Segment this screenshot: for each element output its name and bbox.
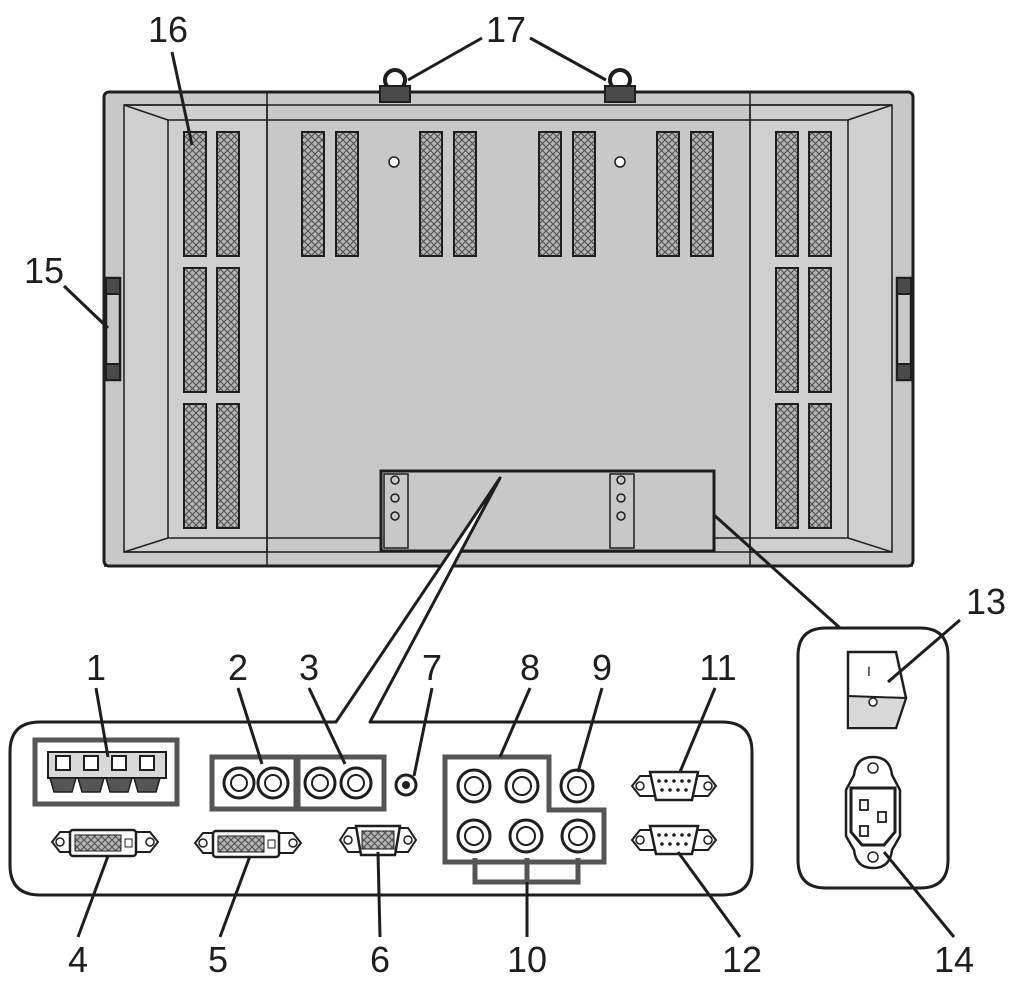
serial-port-out-icon bbox=[630, 824, 718, 856]
label-3: 3 bbox=[299, 647, 319, 688]
dvi-port-icon bbox=[50, 828, 160, 858]
label-2: 2 bbox=[228, 647, 248, 688]
mini-jack-icon bbox=[394, 773, 418, 797]
label-10: 10 bbox=[507, 939, 547, 980]
label-5: 5 bbox=[208, 939, 228, 980]
vent-grille-top bbox=[301, 131, 714, 257]
label-6: 6 bbox=[370, 939, 390, 980]
dvi-port-2-icon bbox=[193, 829, 303, 859]
label-15: 15 bbox=[24, 250, 64, 291]
terminal-bay bbox=[379, 469, 716, 553]
screw-hole-icon bbox=[388, 156, 626, 168]
label-17: 17 bbox=[486, 9, 526, 50]
switch-on-mark: I bbox=[867, 663, 871, 679]
label-7: 7 bbox=[422, 647, 442, 688]
side-handle-icon bbox=[104, 276, 913, 382]
label-8: 8 bbox=[520, 647, 540, 688]
vga-port-icon bbox=[338, 824, 418, 857]
label-4: 4 bbox=[68, 939, 88, 980]
label-14: 14 bbox=[934, 939, 974, 980]
serial-port-in-icon bbox=[630, 770, 718, 802]
callout-labels: 16 17 15 1 2 3 7 8 9 11 13 4 5 6 10 12 1… bbox=[24, 9, 1006, 980]
label-9: 9 bbox=[592, 647, 612, 688]
label-1: 1 bbox=[86, 647, 106, 688]
vent-grille-left bbox=[183, 131, 240, 529]
bnc-connectors-icon bbox=[442, 754, 607, 885]
label-13: 13 bbox=[966, 581, 1006, 622]
power-switch-icon[interactable]: I bbox=[846, 650, 908, 730]
label-16: 16 bbox=[148, 9, 188, 50]
leader-lines bbox=[62, 36, 961, 938]
rca-jacks-audio-icon bbox=[209, 754, 299, 812]
ac-inlet-icon bbox=[844, 755, 902, 870]
vent-grille-right bbox=[775, 131, 832, 529]
hanging-hook-icon bbox=[379, 68, 636, 103]
label-12: 12 bbox=[722, 939, 762, 980]
label-11: 11 bbox=[699, 647, 736, 688]
